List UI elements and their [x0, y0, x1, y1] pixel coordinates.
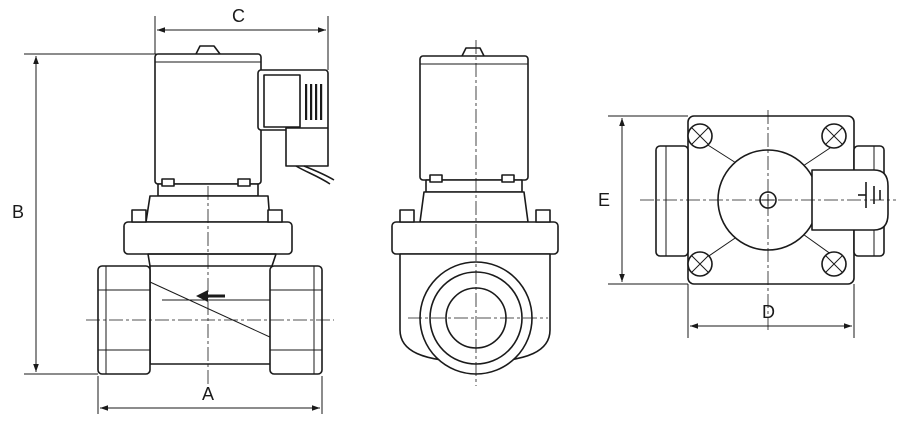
- bolt-icon: [821, 251, 847, 277]
- left-port: [97, 265, 151, 375]
- flow-arrow-icon: [196, 290, 225, 302]
- bolt-icon: [821, 123, 847, 149]
- dimension-e: E: [598, 115, 688, 285]
- dimension-c-label: C: [232, 6, 245, 26]
- dimension-a-label: A: [202, 384, 214, 404]
- side-view: [391, 40, 559, 386]
- top-view: [640, 110, 896, 330]
- dimension-a: A: [97, 376, 323, 414]
- dimension-b: B: [12, 53, 200, 375]
- ground-symbol-icon: [858, 182, 881, 208]
- bolt-icon: [687, 123, 713, 149]
- front-view: [86, 45, 335, 388]
- dimension-d-label: D: [762, 302, 775, 322]
- dimension-b-label: B: [12, 202, 24, 222]
- dimension-d: D: [687, 284, 855, 338]
- top-left-port: [655, 145, 689, 257]
- side-coil: [419, 55, 529, 181]
- valve-body: [149, 265, 273, 365]
- bolt-icon: [687, 251, 713, 277]
- connector: [257, 69, 335, 185]
- coil: [154, 53, 262, 185]
- dimension-c: C: [154, 6, 329, 70]
- dimension-e-label: E: [598, 190, 610, 210]
